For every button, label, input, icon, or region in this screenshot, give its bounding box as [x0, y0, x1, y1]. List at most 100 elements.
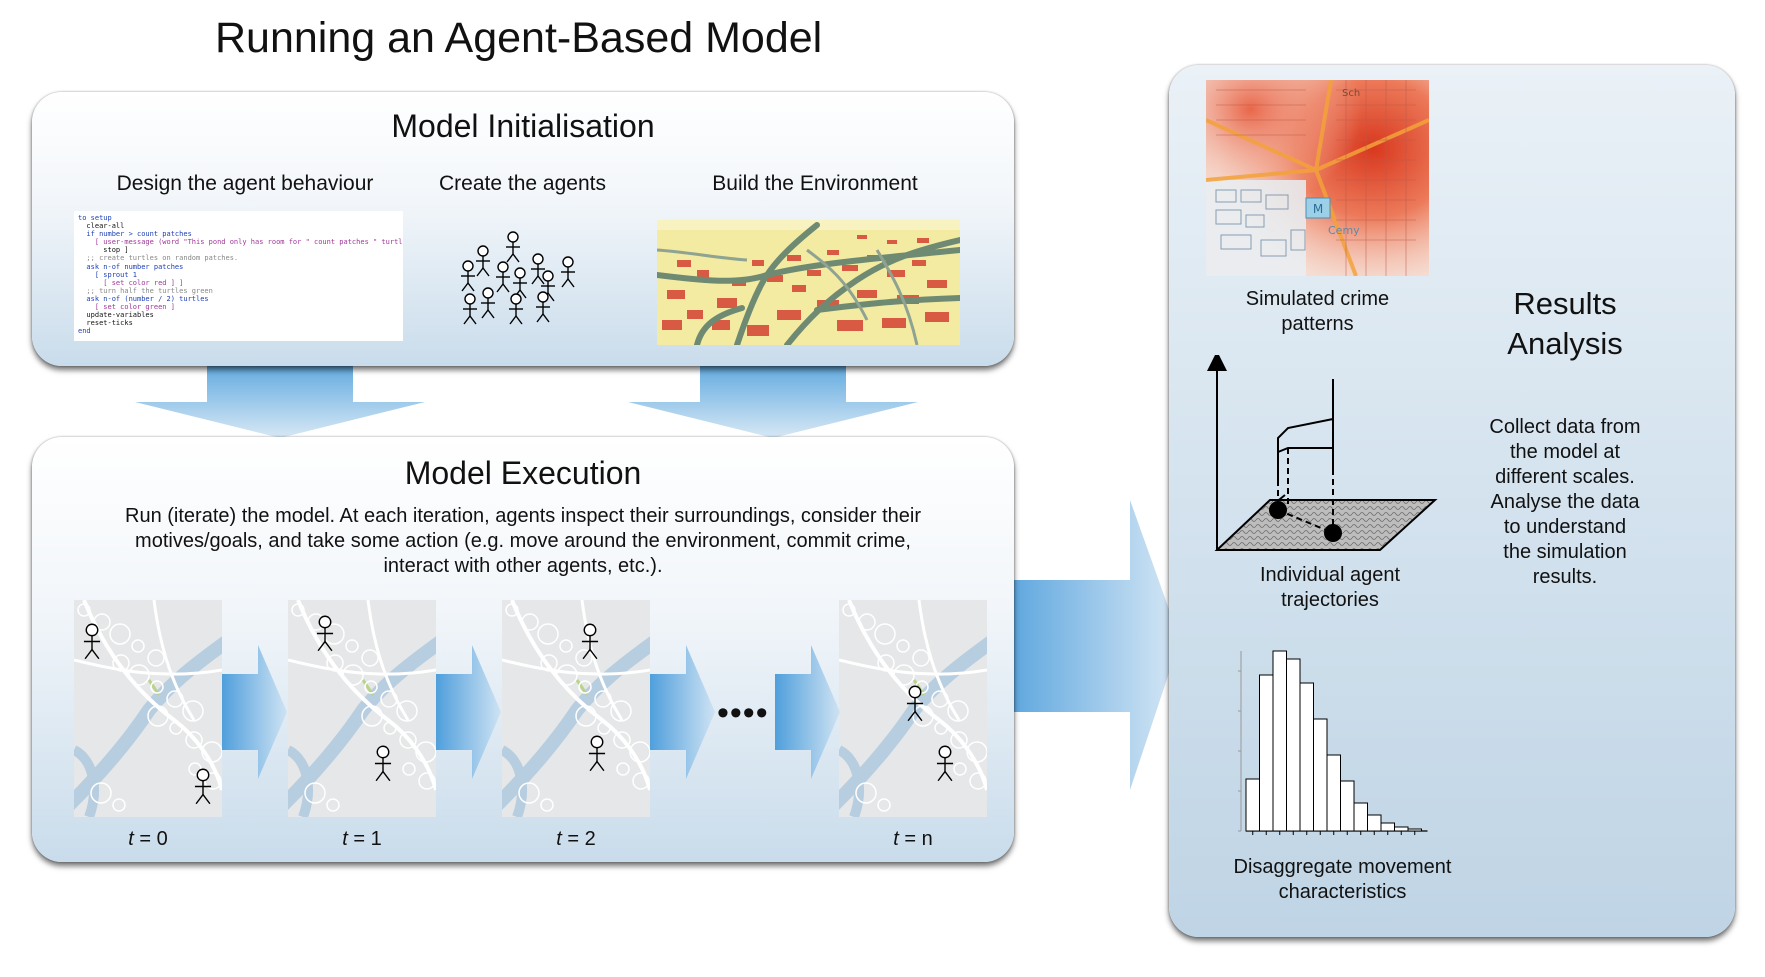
crime-caption-line-1: Simulated crime	[1245, 288, 1390, 310]
code-line: ask n-of (number / 2) turtles	[78, 294, 209, 303]
trajectories-diagram	[1207, 355, 1438, 551]
time-label-tn: t = n	[893, 828, 933, 850]
agent-stick-figure-icon	[509, 293, 523, 325]
code-line: end	[78, 327, 91, 336]
design-agent-behaviour-label: Design the agent behaviour	[116, 172, 374, 195]
histogram-bar	[1245, 778, 1260, 832]
results-description-line: the model at	[1509, 441, 1621, 463]
code-line: [ set color red ] ]	[78, 278, 184, 287]
time-label-t0: t = 0	[128, 828, 168, 850]
svg-text:Sch: Sch	[1342, 88, 1360, 99]
histogram-bar	[1353, 802, 1368, 832]
arrow-down-left	[135, 360, 425, 438]
histogram-bar	[1272, 650, 1287, 832]
code-line: reset-ticks	[78, 319, 133, 328]
step-arrow	[775, 645, 840, 779]
histogram-bar	[1394, 826, 1409, 832]
agent-stick-figure-icon	[83, 623, 101, 660]
code-line: [ sprout 1	[78, 270, 138, 279]
histogram-bar	[1299, 682, 1314, 832]
step-arrow	[222, 645, 287, 779]
histogram-bar	[1286, 658, 1301, 832]
agents-illustration	[461, 231, 575, 325]
time-label-t2: t = 2	[556, 828, 596, 850]
code-line: ;; create turtles on random patches.	[78, 254, 239, 263]
movement-caption-line-2: characteristics	[1278, 881, 1407, 903]
results-description-line: to understand	[1503, 516, 1627, 538]
results-description-line: different scales.	[1495, 466, 1635, 488]
code-line: [ user-message (word "This pond only has…	[78, 238, 403, 247]
results-heading-line-2: Analysis	[1507, 326, 1623, 361]
create-agents-label: Create the agents	[439, 172, 606, 195]
execution-description-line-1: Run (iterate) the model. At each iterati…	[125, 505, 921, 527]
model-initialisation-heading: Model Initialisation	[391, 108, 655, 144]
execution-description-line-3: interact with other agents, etc.).	[383, 555, 663, 577]
crime-heatmap: M Cemy Sch	[1206, 80, 1429, 276]
histogram-bar	[1340, 780, 1355, 832]
snapshot-map-t2	[502, 600, 650, 817]
results-description-line: Analyse the data	[1490, 491, 1640, 513]
agent-behaviour-code: to setup clear-all if number > count pat…	[74, 211, 403, 341]
histogram-bar	[1326, 754, 1341, 832]
results-description-line: Collect data from	[1489, 416, 1641, 438]
environment-map	[657, 220, 960, 345]
crime-caption-line-2: patterns	[1281, 313, 1354, 335]
continuation-dots: ••••	[717, 694, 769, 732]
snapshot-map-t1	[288, 600, 436, 817]
agent-stick-figure-icon	[581, 623, 599, 660]
arrow-down-right	[628, 360, 918, 438]
agent-stick-figure-icon	[536, 291, 550, 323]
code-line: [ set color green ]	[78, 303, 175, 312]
agent-stick-figure-icon	[496, 261, 510, 293]
agent-stick-figure-icon	[588, 735, 606, 772]
results-analysis-heading: Results Analysis	[1460, 284, 1670, 364]
results-description: Collect data from the model at different s…	[1470, 415, 1660, 590]
snapshot-map-tn	[839, 600, 987, 817]
histogram-bar	[1407, 828, 1422, 832]
build-environment-label: Build the Environment	[712, 172, 918, 195]
arrow-to-results	[990, 500, 1180, 790]
agent-stick-figure-icon	[476, 245, 490, 277]
agent-stick-figure-icon	[481, 287, 495, 319]
trajectories-caption-line-2: trajectories	[1281, 589, 1379, 611]
trajectories-caption: Individual agent trajectories	[1225, 563, 1435, 613]
code-line: ask n-of number patches	[78, 262, 184, 271]
agent-stick-figure-icon	[194, 768, 212, 805]
time-label-t1: t = 1	[342, 828, 382, 850]
trajectories-caption-line-1: Individual agent	[1259, 564, 1401, 586]
agent-stick-figure-icon	[461, 260, 475, 292]
results-description-line: results.	[1532, 566, 1598, 588]
agent-stick-figure-icon	[374, 745, 392, 782]
code-line: to setup	[78, 214, 112, 222]
movement-histogram	[1238, 650, 1428, 835]
agent-stick-figure-icon	[506, 231, 520, 263]
results-heading-line-1: Results	[1513, 286, 1617, 321]
histogram-bar	[1259, 674, 1274, 832]
histogram-bar	[1380, 822, 1395, 832]
agent-stick-figure-icon	[463, 293, 477, 325]
histogram-bar	[1313, 718, 1328, 832]
crime-patterns-caption: Simulated crime patterns	[1206, 287, 1429, 337]
agent-stick-figure-icon	[936, 745, 954, 782]
code-line: ;; turn half the turtles green	[78, 286, 213, 295]
agent-stick-figure-icon	[906, 685, 924, 722]
movement-caption-line-1: Disaggregate movement	[1233, 856, 1452, 878]
agent-stick-figure-icon	[531, 253, 545, 285]
code-line: clear-all	[78, 222, 125, 231]
execution-description-line-2: motives/goals, and take some action (e.g…	[135, 530, 911, 552]
execution-description: Run (iterate) the model. At each iterati…	[40, 504, 1006, 579]
svg-text:Cemy: Cemy	[1328, 224, 1360, 237]
histogram-bar	[1367, 814, 1382, 832]
code-line: stop ]	[78, 246, 129, 255]
agent-stick-figure-icon	[561, 256, 575, 288]
snapshot-map-t0	[74, 600, 222, 817]
svg-text:M: M	[1313, 202, 1323, 216]
page-title: Running an Agent-Based Model	[215, 14, 823, 62]
agent-stick-figure-icon	[316, 615, 334, 652]
step-arrow	[436, 645, 501, 779]
results-description-line: the simulation	[1503, 541, 1627, 563]
step-arrow	[650, 645, 715, 779]
code-line: update-variables	[78, 311, 154, 320]
